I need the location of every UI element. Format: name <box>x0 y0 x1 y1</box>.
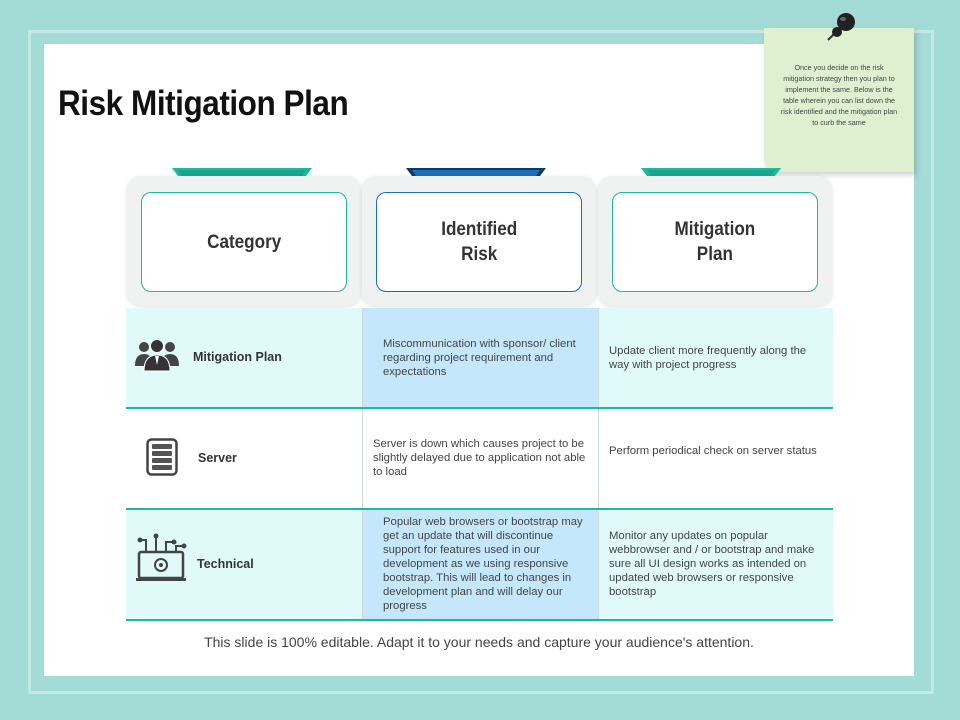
sticky-note-text: Once you decide on the risk mitigation s… <box>780 63 898 127</box>
header-card-risk: Identified Risk <box>362 176 596 306</box>
header-risk-box[interactable]: Identified Risk <box>376 192 582 292</box>
header-category-box[interactable]: Category <box>141 192 347 292</box>
column-divider-1 <box>362 308 363 620</box>
row-2-category: Server <box>198 451 237 465</box>
footer-caption: This slide is 100% editable. Adapt it to… <box>204 634 754 650</box>
row-3-plan[interactable]: Monitor any updates on popular webbrowse… <box>609 530 815 598</box>
slide-title[interactable]: Risk Mitigation Plan <box>58 84 349 123</box>
row-3-category: Technical <box>197 557 254 571</box>
header-risk-label-line2: Risk <box>460 244 498 265</box>
server-icon <box>146 438 178 476</box>
row-1-risk[interactable]: Miscommunication with sponsor/ client re… <box>383 338 576 378</box>
column-divider-2 <box>598 308 599 620</box>
header-plan-box[interactable]: Mitigation Plan <box>612 192 818 292</box>
row-3-risk[interactable]: Popular web browsers or bootstrap may ge… <box>383 516 583 612</box>
row-divider-1 <box>126 407 833 409</box>
sticky-note[interactable]: Once you decide on the risk mitigation s… <box>764 28 914 172</box>
circuit-icon <box>136 533 187 581</box>
row-2-risk[interactable]: Server is down which causes project to b… <box>373 438 586 478</box>
push-pin-icon <box>827 13 855 41</box>
header-risk-label-line1: Identified <box>440 219 517 240</box>
header-card-plan: Mitigation Plan <box>598 176 832 306</box>
header-card-category: Category <box>127 176 361 306</box>
row-divider-2 <box>126 508 833 510</box>
header-category-label: Category <box>206 231 282 253</box>
row-2-plan[interactable]: Perform periodical check on server statu… <box>609 445 817 457</box>
header-plan-label-line1: Mitigation <box>674 219 756 240</box>
risk-highlight-1 <box>362 308 598 407</box>
risk-highlight-3 <box>362 510 598 620</box>
row-divider-3 <box>126 619 833 621</box>
people-icon <box>135 339 179 372</box>
row-1-plan[interactable]: Update client more frequently along the … <box>609 345 807 371</box>
table-row-bg-2 <box>126 409 833 508</box>
header-plan-label-line2: Plan <box>696 244 734 265</box>
row-1-category: Mitigation Plan <box>193 350 282 364</box>
slide-frame <box>28 30 934 694</box>
